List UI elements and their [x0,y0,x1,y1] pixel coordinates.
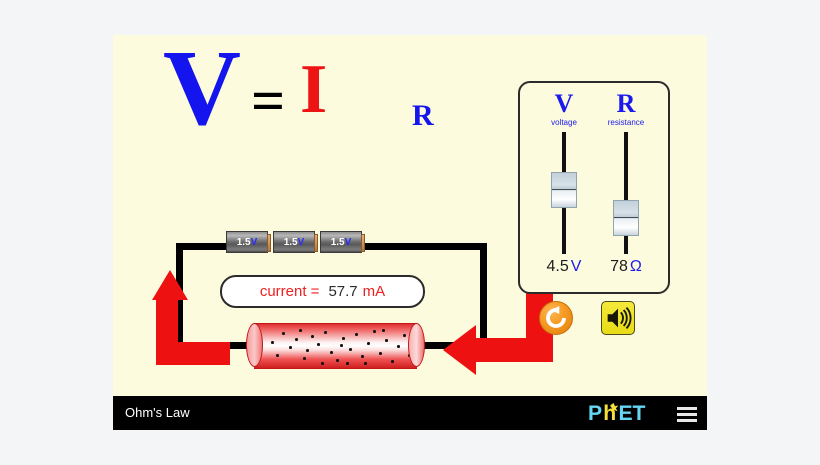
voltage-symbol: V [554,89,574,118]
battery-pack: 1.5V 1.5V 1.5V [226,231,365,253]
wire-top-right [361,243,487,250]
resistance-name: resistance [607,118,645,127]
current-arrow-right [443,280,553,375]
current-arrow-left [152,270,230,365]
phet-logo-p: P [588,402,602,424]
menu-line [677,407,697,410]
resistance-symbol: R [616,89,636,118]
resistance-slider-thumb[interactable] [613,200,639,236]
formula-voltage-symbol: V [163,35,241,148]
navigation-bar: Ohm's Law P h ET [113,396,707,430]
formula-current-symbol: I [300,51,328,128]
resistor-cap-right [408,323,425,367]
circuit-diagram: 1.5V 1.5V 1.5V current = 57.7 mA [152,225,553,405]
formula-equals-sign: = [251,68,286,134]
phet-logo-et: ET [618,402,645,424]
battery-label: 1.5V [283,236,305,248]
ohms-law-formula: V = I R [163,35,523,160]
battery-cell: 1.5V [226,231,271,253]
current-readout: current = 57.7 mA [220,275,425,308]
menu-line [677,413,697,416]
wire-right [480,243,487,349]
speaker-icon [607,307,632,329]
resistor [246,323,425,369]
resistor-body [254,323,417,369]
battery-cell: 1.5V [320,231,365,253]
voltage-slider-track-wrap[interactable] [534,132,594,254]
battery-cell: 1.5V [273,231,318,253]
menu-hamburger-icon[interactable] [677,407,697,422]
battery-label: 1.5V [330,236,352,248]
resistance-slider-track[interactable] [624,132,628,254]
current-readout-value: 57.7 [328,283,358,300]
formula-resistance-symbol: R [412,99,434,132]
resistance-slider-track-wrap[interactable] [596,132,656,254]
simulation-canvas: V = I R 1.5V 1.5V [113,35,707,430]
simulation-title: Ohm's Law [125,405,190,420]
voltage-name: voltage [551,118,577,127]
current-readout-label: current = [259,283,320,300]
phet-logo-star-icon [609,402,619,413]
reset-all-button[interactable] [539,301,573,335]
reset-icon [546,305,566,328]
voltage-slider-thumb[interactable] [551,172,577,208]
wire-top-left [176,243,228,250]
sound-toggle-button[interactable] [601,301,635,335]
current-readout-unit: mA [362,283,386,300]
resistor-cap-left [246,323,263,367]
phet-logo[interactable]: P h ET [588,402,669,424]
menu-line [677,419,697,422]
battery-label: 1.5V [236,236,258,248]
